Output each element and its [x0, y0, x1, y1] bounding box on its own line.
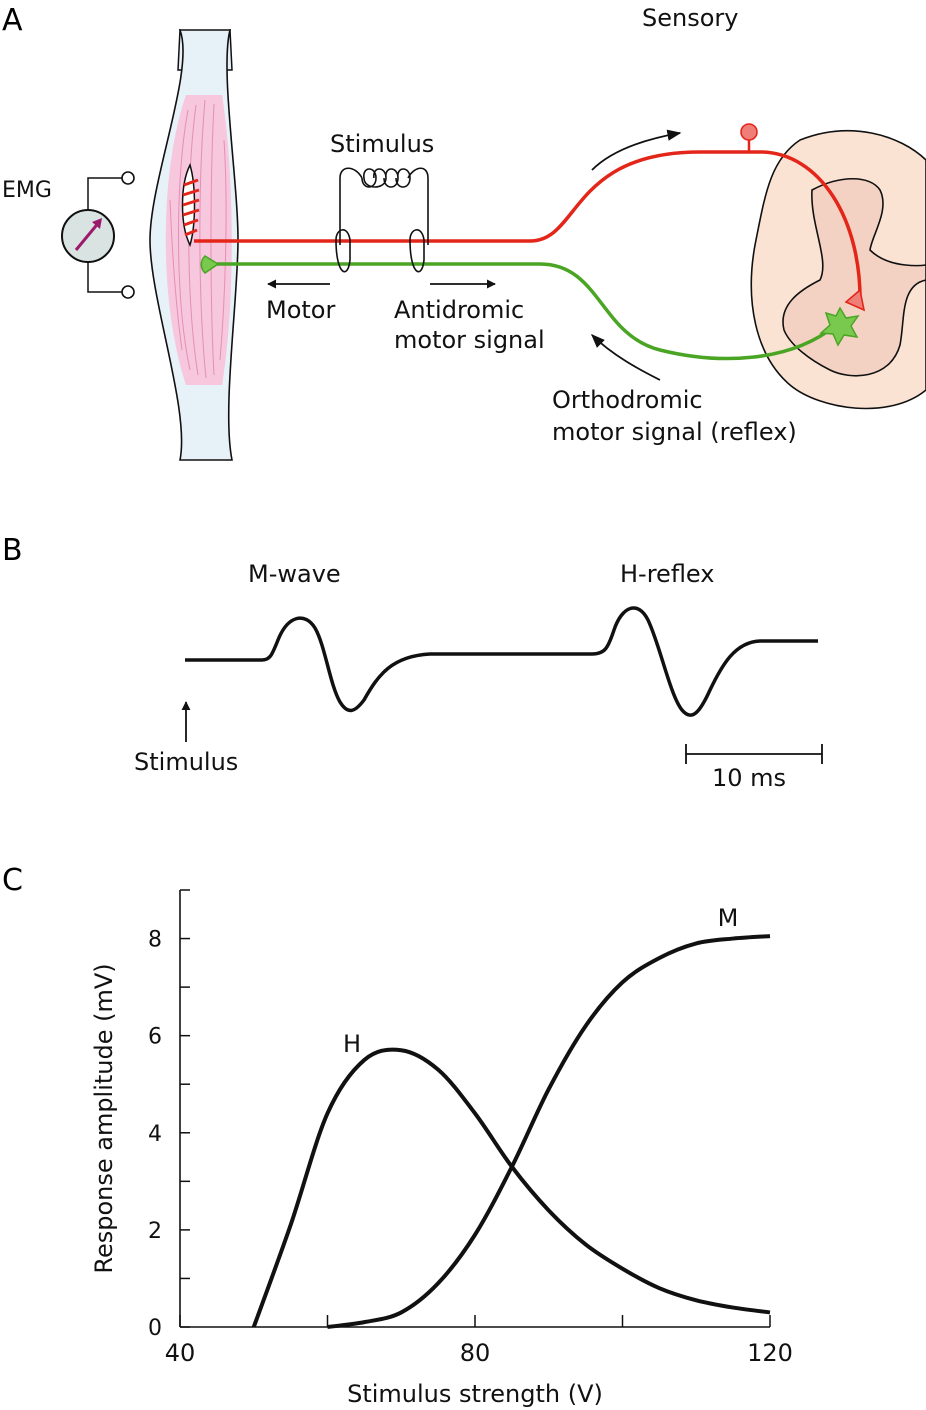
x-axis-label: Stimulus strength (V)	[347, 1380, 603, 1408]
muscle	[149, 29, 239, 461]
stimulus-label-a: Stimulus	[330, 130, 434, 158]
series-m-label: M	[718, 904, 739, 932]
emg-label: EMG	[2, 178, 52, 203]
sensory-cell-body	[740, 123, 758, 141]
y-tick-label: 8	[148, 928, 162, 953]
y-tick-label: 6	[148, 1025, 162, 1050]
orthodromic-arrow	[591, 334, 661, 381]
emg-needle	[74, 220, 102, 251]
antidromic-label-line1: Antidromic	[394, 296, 524, 324]
stimulus-label-b: Stimulus	[134, 748, 238, 776]
sensory-terminal	[844, 288, 866, 312]
orthodromic-label-line2: motor signal (reflex)	[552, 418, 797, 446]
x-tick-label: 80	[460, 1339, 491, 1367]
motor-label: Motor	[266, 296, 335, 324]
scale-bar	[685, 744, 823, 764]
panel-label-b: B	[2, 533, 23, 568]
electrode-bottom	[121, 285, 135, 299]
series-h-label: H	[343, 1030, 361, 1058]
m-wave-label: M-wave	[248, 560, 341, 588]
y-tick-label: 2	[148, 1219, 162, 1244]
x-tick-label: 120	[747, 1339, 793, 1367]
emg-recorder	[61, 171, 135, 299]
motor-neuron	[819, 306, 860, 347]
electrode-top	[121, 171, 135, 185]
panel-label-c: C	[2, 863, 23, 898]
antidromic-label-line2: motor signal	[394, 326, 545, 354]
grey-matter	[782, 178, 926, 377]
stimulus-electrode	[335, 167, 429, 273]
spinal-cord	[750, 129, 926, 410]
sensory-arrow	[591, 129, 682, 171]
h-reflex-label: H-reflex	[620, 560, 714, 588]
panel-label-a: A	[2, 3, 23, 38]
y-axis-label: Response amplitude (mV)	[90, 963, 118, 1273]
emg-trace	[185, 606, 818, 717]
x-tick-label: 40	[165, 1339, 196, 1367]
scale-bar-label: 10 ms	[712, 764, 786, 792]
y-tick-label: 0	[148, 1316, 162, 1341]
series-m-line	[327, 934, 771, 1329]
sensory-label: Sensory	[642, 4, 738, 32]
motor-endplate	[200, 255, 220, 274]
y-tick-label: 4	[148, 1122, 162, 1147]
sensory-fiber	[194, 123, 866, 312]
series-h-line	[251, 1047, 771, 1328]
orthodromic-label-line1: Orthodromic	[552, 386, 703, 414]
motor-fiber	[200, 255, 860, 361]
